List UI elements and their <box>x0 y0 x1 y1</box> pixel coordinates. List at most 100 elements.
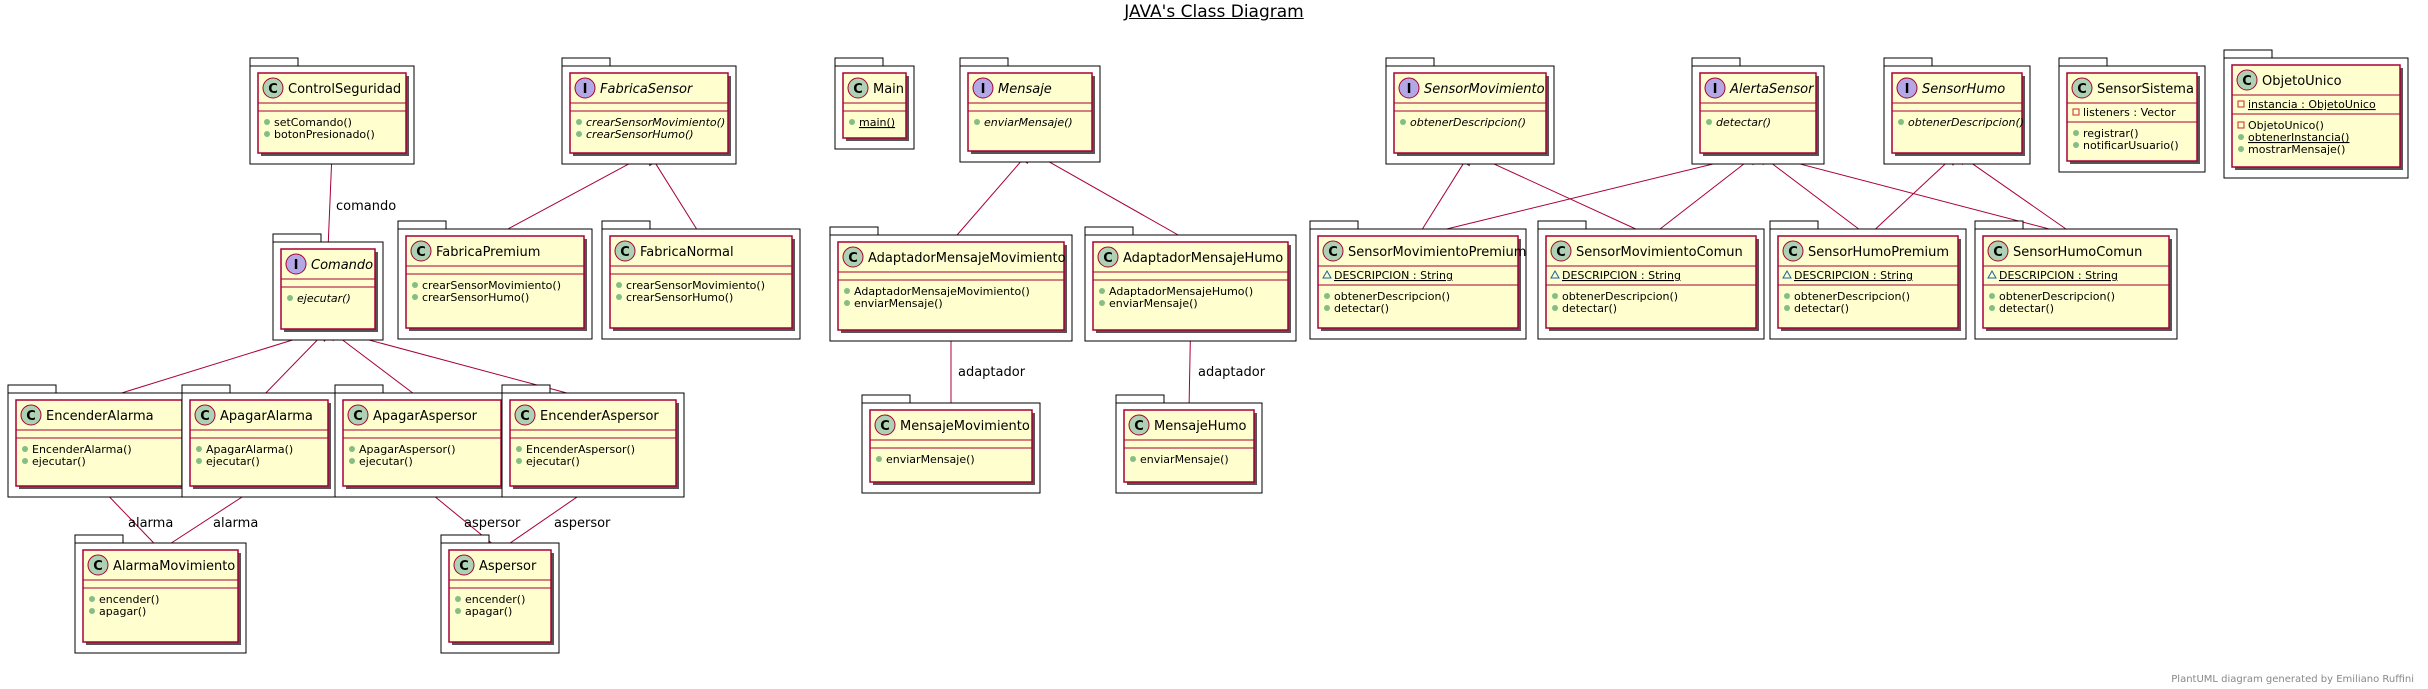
class-field: DESCRIPCION : String <box>1794 269 1913 282</box>
class-method: AdaptadorMensajeHumo() <box>1109 285 1253 298</box>
class-name: MensajeHumo <box>1154 419 1246 434</box>
class-stereotype-icon <box>347 404 369 426</box>
class-method: enviarMensaje() <box>854 297 943 310</box>
aggregation-line <box>327 160 333 250</box>
class-box[interactable] <box>15 399 183 487</box>
class-method: obtenerInstancia() <box>2248 131 2349 144</box>
class-method: enviarMensaje() <box>1140 453 1229 466</box>
class-name: SensorHumoPremium <box>1808 245 1949 260</box>
public-marker-icon <box>876 456 882 462</box>
relation-inheritance-FabricaSensor-FabricaNormal <box>648 152 702 237</box>
public-marker-icon <box>844 300 850 306</box>
class-field: instancia : ObjetoUnico <box>2248 98 2376 111</box>
public-marker-icon <box>89 608 95 614</box>
class-box[interactable] <box>609 235 793 329</box>
class-method: obtenerDescripcion() <box>1410 116 1526 129</box>
package-tab <box>1537 220 1587 230</box>
class-box[interactable] <box>82 549 239 643</box>
class-box[interactable] <box>1777 235 1959 329</box>
class-method: main() <box>859 116 895 129</box>
inheritance-line <box>336 335 423 401</box>
relation-inheritance-SensorHumo-SensorHumoPremium <box>1867 152 1958 237</box>
class-box[interactable] <box>509 399 677 487</box>
inheritance-line <box>1766 159 1869 237</box>
class-box[interactable] <box>2231 64 2401 168</box>
class-method: ApagarAlarma() <box>206 443 293 456</box>
inheritance-line <box>950 158 1024 243</box>
class-stereotype-icon <box>410 240 432 262</box>
aggregation-line <box>1188 337 1191 411</box>
public-marker-icon <box>1552 293 1558 299</box>
class-method: obtenerDescripcion() <box>1999 290 2115 303</box>
public-marker-icon <box>1784 305 1790 311</box>
stereotype-letter-icon: C <box>26 409 36 424</box>
class-name: SensorMovimientoPremium <box>1348 245 1526 260</box>
package-tab <box>501 384 551 394</box>
interface-stereotype-icon <box>1704 77 1726 99</box>
package-tab <box>181 384 231 394</box>
class-box[interactable] <box>869 409 1033 483</box>
public-marker-icon <box>2073 130 2079 136</box>
package-tab <box>1883 57 1933 67</box>
stereotype-letter-icon: C <box>1103 251 1113 266</box>
class-method: ApagarAspersor() <box>359 443 456 456</box>
stereotype-letter-icon: C <box>353 409 363 424</box>
public-marker-icon <box>412 282 418 288</box>
class-method: botonPresionado() <box>274 128 375 141</box>
class-method: obtenerDescripcion() <box>1334 290 1450 303</box>
public-marker-icon <box>1706 119 1712 125</box>
package-tab <box>601 220 651 230</box>
class-field: DESCRIPCION : String <box>1334 269 1453 282</box>
stereotype-letter-icon: C <box>1788 245 1798 260</box>
relation-label: aspersor <box>554 516 611 531</box>
public-marker-icon <box>844 288 850 294</box>
class-box[interactable] <box>1317 235 1519 329</box>
class-box[interactable] <box>569 72 729 154</box>
public-marker-icon <box>1552 305 1558 311</box>
stereotype-letter-icon: C <box>416 245 426 260</box>
class-method: crearSensorMovimiento() <box>586 116 725 129</box>
class-stereotype-icon <box>87 554 109 576</box>
class-box[interactable] <box>405 235 585 329</box>
class-name: ApagarAspersor <box>373 409 478 424</box>
relation-aggregation-ControlSeguridad-Comando: comando <box>327 152 396 250</box>
class-name: AlertaSensor <box>1729 82 1815 97</box>
private-marker-icon <box>2237 100 2245 108</box>
class-stereotype-icon <box>2071 77 2093 99</box>
class-method: detectar() <box>1794 302 1849 315</box>
interface-stereotype-icon <box>285 253 307 275</box>
class-box[interactable] <box>342 399 502 487</box>
class-name: ControlSeguridad <box>288 82 401 97</box>
public-marker-icon <box>2238 146 2244 152</box>
class-name: Aspersor <box>479 559 537 574</box>
public-marker-icon <box>1130 456 1136 462</box>
class-stereotype-icon <box>514 404 536 426</box>
class-name: Comando <box>311 258 373 273</box>
class-name: AlarmaMovimiento <box>113 559 235 574</box>
class-name: FabricaSensor <box>600 82 694 97</box>
class-method: EncenderAlarma() <box>32 443 132 456</box>
class-box[interactable] <box>1092 241 1289 331</box>
class-box[interactable] <box>1545 235 1757 329</box>
class-method: mostrarMensaje() <box>2248 143 2345 156</box>
class-name: Main <box>873 82 904 97</box>
class-method: encender() <box>99 593 159 606</box>
public-marker-icon <box>1784 293 1790 299</box>
inheritance-line <box>1650 159 1750 237</box>
class-box[interactable] <box>837 241 1065 331</box>
class-box[interactable] <box>1982 235 2170 329</box>
class-stereotype-icon <box>2236 69 2258 91</box>
class-method: ejecutar() <box>206 455 260 468</box>
stereotype-letter-icon: I <box>294 258 299 273</box>
public-marker-icon <box>196 446 202 452</box>
public-marker-icon <box>1324 305 1330 311</box>
public-marker-icon <box>1099 288 1105 294</box>
public-marker-icon <box>1898 119 1904 125</box>
inheritance-line <box>1039 155 1191 243</box>
public-marker-icon <box>1989 305 1995 311</box>
package-tab <box>440 534 490 544</box>
aggregation-line <box>499 490 587 551</box>
